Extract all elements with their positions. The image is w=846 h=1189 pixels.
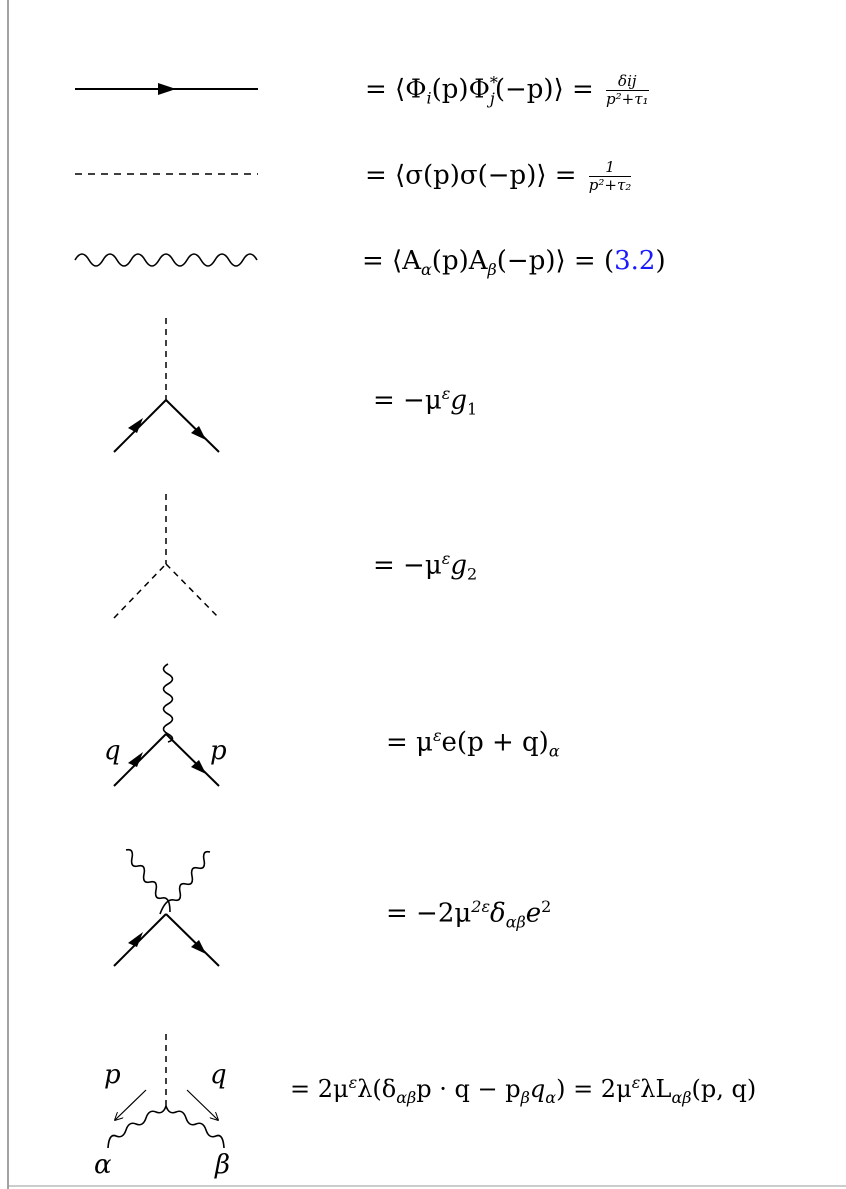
label-q-small: q (210, 1060, 227, 1090)
equation-reference-link[interactable]: 3.2 (614, 246, 656, 276)
seagull-vertex-equation: = −2μ2εδαβe2 (386, 897, 552, 932)
label-beta: β (215, 1150, 231, 1180)
sigma-cubic-vertex-diagram (113, 494, 220, 619)
sigma-AA-vertex-diagram (107, 1034, 225, 1149)
label-q-left: q (104, 736, 121, 766)
phi-phi-A-vertex-equation: = μεe(p + q)α (386, 726, 560, 761)
sigma-AA-vertex-equation: = 2μελ(δαβp · q − pβqα) = 2μελLαβ(p, q) (290, 1073, 757, 1107)
gauge-propagator-equation: = ⟨Aα(p)Aβ(−p)⟩ = (3.2) (362, 246, 666, 279)
seagull-vertex-diagram (113, 848, 220, 967)
sigma-cubic-vertex-equation: = −μεg2 (373, 549, 478, 584)
gauge-propagator-line (74, 253, 258, 267)
label-alpha: α (94, 1150, 112, 1180)
label-p-small: p (104, 1060, 121, 1090)
phi-propagator-line (75, 83, 258, 95)
phi-phi-sigma-vertex-equation: = −μεg1 (373, 384, 478, 419)
phi-phi-sigma-vertex-diagram (113, 318, 220, 453)
phi-phi-A-vertex-diagram (113, 663, 220, 787)
label-p-right: p (210, 736, 227, 766)
